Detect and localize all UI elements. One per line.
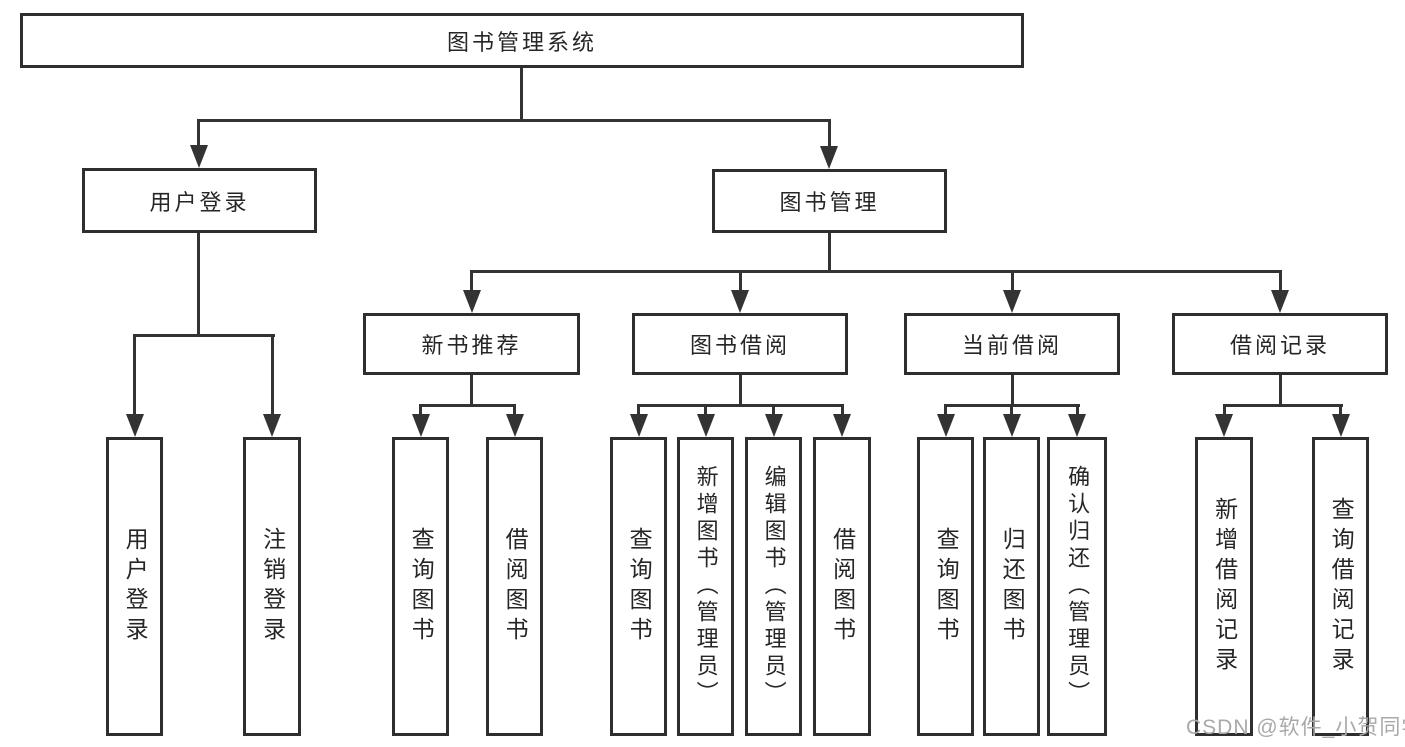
connector-line <box>944 404 947 418</box>
arrow-down-icon <box>731 290 749 313</box>
connector-line <box>1011 270 1014 294</box>
arrow-down-icon <box>263 414 281 437</box>
leaf-label: 用户登录 <box>122 526 149 647</box>
leaf-label: 确认归还（管理员） <box>1065 465 1091 708</box>
node-root-system: 图书管理系统 <box>20 13 1024 68</box>
connector-line <box>1223 404 1226 418</box>
node-current-borrow: 当前借阅 <box>904 313 1120 375</box>
connector-line <box>198 119 831 122</box>
connector-line <box>470 270 473 294</box>
leaf-label: 注销登录 <box>259 526 286 647</box>
leaf-borrow-books: 借阅图书 <box>486 437 543 736</box>
leaf-label: 借阅图书 <box>502 526 529 647</box>
leaf-label: 查询图书 <box>626 526 653 647</box>
connector-line <box>739 270 742 294</box>
connector-line <box>470 270 1282 273</box>
connector-line <box>637 404 844 407</box>
connector-line <box>419 404 516 407</box>
node-book-borrow: 图书借阅 <box>632 313 848 375</box>
connector-line <box>520 68 523 122</box>
connector-line <box>772 404 775 418</box>
leaf-confirm-return-admin: 确认归还（管理员） <box>1047 437 1107 736</box>
connector-line <box>828 119 831 152</box>
arrow-down-icon <box>1215 414 1233 437</box>
leaf-edit-book-admin: 编辑图书（管理员） <box>745 437 802 736</box>
node-borrow-records: 借阅记录 <box>1172 313 1388 375</box>
leaf-label: 查询图书 <box>408 526 435 647</box>
arrow-down-icon <box>1003 290 1021 313</box>
connector-line <box>1339 404 1342 418</box>
connector-line <box>1076 404 1079 418</box>
leaf-add-borrow-record: 新增借阅记录 <box>1195 437 1253 736</box>
connector-line <box>739 375 742 407</box>
connector-line <box>828 233 831 273</box>
arrow-down-icon <box>1003 414 1021 437</box>
arrow-down-icon <box>1332 414 1350 437</box>
arrow-down-icon <box>820 146 838 169</box>
arrow-down-icon <box>126 414 144 437</box>
leaf-label: 查询图书 <box>933 526 960 647</box>
arrow-down-icon <box>412 414 430 437</box>
leaf-label: 查询借阅记录 <box>1328 496 1355 677</box>
leaf-query-borrow-record: 查询借阅记录 <box>1312 437 1369 736</box>
connector-line <box>513 404 516 418</box>
connector-line <box>197 233 200 337</box>
leaf-user-login: 用户登录 <box>106 437 163 736</box>
arrow-down-icon <box>463 290 481 313</box>
connector-line <box>470 375 473 407</box>
leaf-query-books: 查询图书 <box>917 437 974 736</box>
arrow-down-icon <box>765 414 783 437</box>
leaf-label: 借阅图书 <box>829 526 856 647</box>
connector-line <box>841 404 844 418</box>
leaf-return-books: 归还图书 <box>983 437 1040 736</box>
arrow-down-icon <box>697 414 715 437</box>
connector-line <box>133 334 275 337</box>
connector-line <box>637 404 640 418</box>
connector-line <box>1011 375 1014 407</box>
arrow-down-icon <box>833 414 851 437</box>
connector-line <box>1279 270 1282 294</box>
leaf-borrow-books: 借阅图书 <box>813 437 871 736</box>
arrow-down-icon <box>1271 290 1289 313</box>
leaf-label: 归还图书 <box>999 526 1026 647</box>
arrow-down-icon <box>1068 414 1086 437</box>
connector-line <box>1223 404 1343 407</box>
connector-line <box>704 404 707 418</box>
arrow-down-icon <box>937 414 955 437</box>
leaf-label: 新增借阅记录 <box>1211 496 1238 677</box>
node-book-management: 图书管理 <box>712 169 947 233</box>
leaf-label: 编辑图书（管理员） <box>761 465 787 708</box>
leaf-label: 新增图书（管理员） <box>693 465 719 708</box>
leaf-query-books: 查询图书 <box>392 437 449 736</box>
leaf-add-book-admin: 新增图书（管理员） <box>677 437 734 736</box>
connector-line <box>419 404 422 418</box>
leaf-query-books: 查询图书 <box>610 437 667 736</box>
connector-line <box>1010 404 1013 418</box>
leaf-logout: 注销登录 <box>243 437 301 736</box>
node-new-book-recommend: 新书推荐 <box>363 313 580 375</box>
arrow-down-icon <box>506 414 524 437</box>
arrow-down-icon <box>190 145 208 168</box>
connector-line <box>197 119 200 151</box>
arrow-down-icon <box>630 414 648 437</box>
connector-line <box>133 334 136 418</box>
connector-line <box>1279 374 1282 407</box>
node-user-login: 用户登录 <box>82 168 317 233</box>
connector-line <box>271 334 274 418</box>
